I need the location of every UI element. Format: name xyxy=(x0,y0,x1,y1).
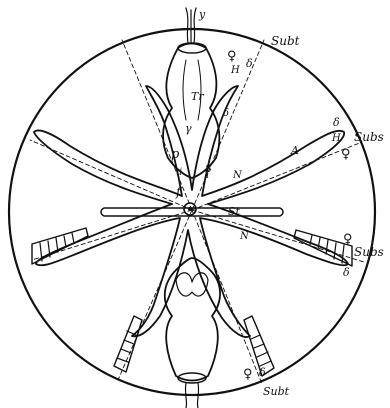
label-delta-bottom: δ xyxy=(259,366,266,379)
tentacle-top xyxy=(186,8,196,43)
label-subt-top: Subt xyxy=(271,34,300,48)
label-p: p xyxy=(171,147,180,162)
tentacle-bulb-lower-left xyxy=(114,316,142,372)
label-tr: Tr xyxy=(191,90,204,103)
manubrium-bottom xyxy=(165,258,220,381)
label-n-upper: N xyxy=(232,170,243,181)
label-female-top: ♀ xyxy=(227,49,237,64)
label-delta-right-b: δ xyxy=(343,266,350,279)
label-i-left: i xyxy=(179,167,182,178)
label-delta-arm: δ xyxy=(223,108,229,119)
label-n-lower: N xyxy=(239,231,250,242)
label-subt-bottom: Subt xyxy=(263,385,290,398)
label-y-top: y xyxy=(198,8,206,21)
central-dot xyxy=(188,207,192,211)
label-s-mark: S xyxy=(205,164,212,175)
label-st: St xyxy=(228,205,241,218)
label-subs-right-lower: Subs xyxy=(354,245,384,259)
label-female-bottom: ♀ xyxy=(243,367,253,382)
label-gamma: γ xyxy=(185,122,192,135)
label-subs-right-upper: Subs xyxy=(354,130,384,144)
label-female-right-b: ♀ xyxy=(343,232,353,247)
label-a: A xyxy=(290,144,299,157)
label-female-right-a: ♀ xyxy=(341,147,351,162)
label-h-upper: H xyxy=(230,65,240,76)
label-h-right: H xyxy=(331,133,341,144)
label-delta-top: δ xyxy=(246,57,253,70)
label-delta-right-a: δ xyxy=(333,116,340,129)
manubrium-top-mouth xyxy=(178,43,206,53)
bell-outline xyxy=(9,29,375,395)
